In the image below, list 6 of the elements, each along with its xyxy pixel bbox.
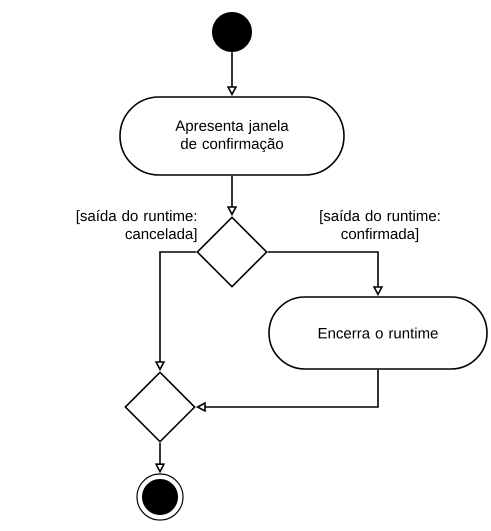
edge-label: [saída do runtime: cancelada] (76, 210, 196, 242)
edge-label: [saída do runtime: confirmada] (320, 210, 440, 242)
activity-box: Apresenta janela de confirmação (119, 96, 345, 176)
activity-box: Encerra o runtime (268, 296, 488, 370)
end-circle (136, 473, 184, 521)
start-circle (212, 12, 252, 52)
